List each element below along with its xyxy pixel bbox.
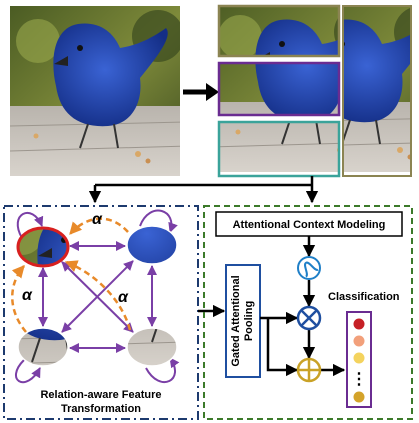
alpha-label-center: α	[118, 289, 129, 306]
gated-pooling-label-line1: Gated Attentional	[230, 275, 242, 366]
relation-module-title-line2: Transformation	[61, 403, 141, 415]
relation-module-border	[3, 205, 199, 420]
relation-module-title-line1: Relation-aware Feature	[40, 389, 161, 401]
relation-graph-edges	[15, 209, 180, 384]
flow-lines	[260, 236, 346, 377]
multiply-icon	[296, 305, 322, 331]
node-head	[16, 226, 70, 268]
branch-connector	[88, 176, 319, 204]
alpha-label-top: α	[92, 211, 103, 228]
attention-arrows	[11, 217, 132, 333]
crop-bottom-frame	[217, 120, 341, 178]
crop-top-frame	[217, 4, 341, 58]
gated-pooling-label-line2: Pooling	[243, 301, 255, 341]
class-score-dot-3	[353, 352, 365, 364]
class-score-ellipsis: ⋮	[351, 371, 367, 388]
node-body	[126, 225, 178, 265]
node-legs	[17, 327, 69, 367]
class-score-dot-1	[353, 318, 365, 330]
context-modeling-label: Attentional Context Modeling	[233, 219, 386, 231]
input-image	[10, 6, 180, 176]
class-score-dot-2	[353, 335, 365, 347]
add-icon	[296, 357, 322, 383]
node-tail	[126, 327, 178, 367]
gated-pooling-box	[225, 264, 261, 378]
classification-module-border	[203, 205, 413, 420]
alpha-label-left: α	[22, 287, 33, 304]
crop-arrow	[183, 83, 219, 101]
sigmoid-gate-icon	[297, 256, 321, 280]
class-score-dot-last	[353, 391, 365, 403]
classification-label: Classification	[328, 291, 400, 303]
crop-middle-frame	[217, 61, 341, 117]
context-modeling-box	[215, 211, 403, 237]
crop-right-frame	[342, 5, 412, 177]
